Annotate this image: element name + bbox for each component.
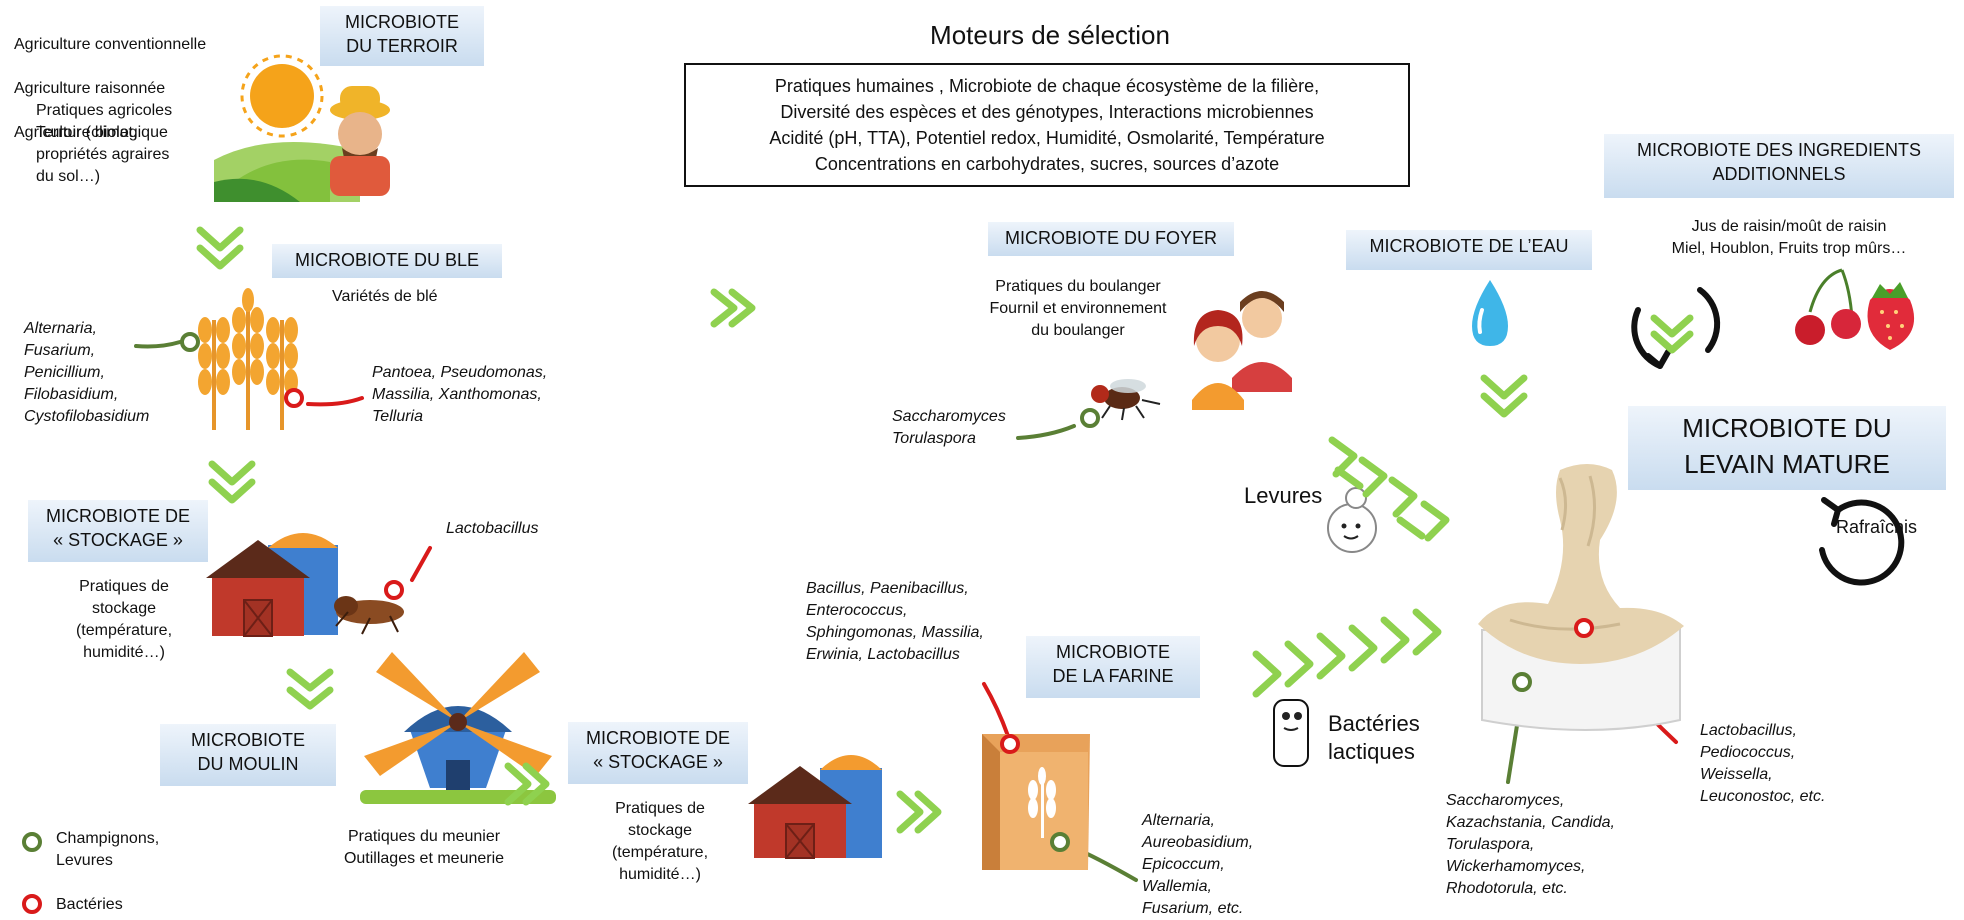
farine-title-line: MICROBIOTE xyxy=(1055,642,1170,662)
moulin-practices: Pratiques du meunier Outillages et meune… xyxy=(343,828,505,867)
lactic-bacteria-icon xyxy=(1273,699,1309,767)
levain-title-line: LEVAIN MATURE xyxy=(1684,449,1890,479)
fruits-illustration xyxy=(1795,268,1915,350)
arrow-farine-to-levain xyxy=(1252,608,1442,698)
farming-type: Agriculture raisonnée xyxy=(14,80,166,97)
ingredients-header: MICROBIOTE DES INGREDIENTS ADDITIONNELS xyxy=(1604,134,1954,198)
moteurs-line: Diversité des espèces et des génotypes, … xyxy=(780,102,1314,122)
legend-fungi-label: Champignons, Levures xyxy=(56,830,160,869)
moteurs-box: Pratiques humaines , Microbiote de chaqu… xyxy=(684,63,1410,187)
ingredients-chevrons xyxy=(1650,314,1694,354)
sourdough-starter-illustration xyxy=(1478,464,1684,731)
stockage2-title-line: « STOCKAGE » xyxy=(593,752,723,772)
terroir-title-line: DU TERROIR xyxy=(346,36,458,56)
stockage1-header: MICROBIOTE DE « STOCKAGE » xyxy=(28,500,208,562)
eau-title: MICROBIOTE DE L’EAU xyxy=(1369,236,1569,256)
ingredients-title-line: ADDITIONNELS xyxy=(1712,164,1846,184)
fungi-marker-farine xyxy=(1050,832,1070,852)
ble-fungi-list: Alternaria, Fusarium, Penicillium, Filob… xyxy=(24,320,150,425)
bacteria-marker-farine xyxy=(1000,734,1020,754)
arrow-stockage-to-farine xyxy=(896,790,942,834)
terroir-title-line: MICROBIOTE xyxy=(344,12,459,32)
moteurs-title: Moteurs de sélection xyxy=(930,20,1170,50)
foyer-practices: Pratiques du boulanger Fournil et enviro… xyxy=(989,278,1167,339)
legend-bacteria-marker xyxy=(22,894,42,914)
farine-title-line: DE LA FARINE xyxy=(1052,666,1174,686)
moteurs-line: Concentrations en carbohydrates, sucres,… xyxy=(814,154,1280,174)
yeasts-label: Levures xyxy=(1244,483,1323,508)
arrow-eau-down xyxy=(1480,374,1528,418)
terroir-practices: Pratiques agricoles Terroir (climat, pro… xyxy=(36,102,173,185)
stockage1-title-line: MICROBIOTE DE xyxy=(45,506,190,526)
bakers-illustration xyxy=(1192,291,1292,410)
moteurs-line: Acidité (pH, TTA), Potentiel redox, Humi… xyxy=(769,128,1325,148)
moteurs-line: Pratiques humaines , Microbiote de chaqu… xyxy=(774,76,1320,96)
foyer-fungi-list: Saccharomyces Torulaspora xyxy=(892,408,1006,447)
arrow-moulin-to-stockage xyxy=(504,762,550,806)
stockage1-title-line: « STOCKAGE » xyxy=(53,530,183,550)
farine-fungi-list: Alternaria, Aureobasidium, Epicoccum, Wa… xyxy=(1142,812,1254,917)
stockage2-title-line: MICROBIOTE DE xyxy=(585,728,730,748)
bacteria-marker-levain xyxy=(1574,618,1594,638)
levain-fungi-list: Saccharomyces, Kazachstania, Candida, To… xyxy=(1446,792,1615,897)
levain-refresh-label: Rafraîchis xyxy=(1836,517,1918,537)
fly-illustration xyxy=(1091,379,1161,421)
farming-types-list: Agriculture conventionnelle Agriculture … xyxy=(14,12,206,166)
moulin-title-line: DU MOULIN xyxy=(197,754,299,774)
fungi-marker-ble xyxy=(180,332,200,352)
yeast-character-icon xyxy=(1327,487,1377,553)
arrow-foyer-to-levain xyxy=(1328,436,1450,542)
arrow-stockage-to-moulin xyxy=(286,668,334,710)
ble-title: MICROBIOTE DU BLE xyxy=(294,250,480,270)
cycle-icon-ingredients xyxy=(1631,287,1721,369)
lactic-bacteria-label: Bactéries lactiques xyxy=(1328,711,1420,764)
fungi-marker-levain xyxy=(1512,672,1532,692)
foyer-title: MICROBIOTE DU FOYER xyxy=(1004,228,1217,248)
legend-bacteria-label: Bactéries xyxy=(56,896,123,913)
levain-title-line: MICROBIOTE DU xyxy=(1682,413,1892,443)
ble-bacteria-list: Pantoea, Pseudomonas, Massilia, Xanthomo… xyxy=(372,364,548,425)
stockage1-practices: Pratiques de stockage (température, humi… xyxy=(75,578,173,661)
ingredients-title-line: MICROBIOTE DES INGREDIENTS xyxy=(1636,140,1922,160)
legend-fungi-marker xyxy=(22,832,42,852)
arrow-to-foyer xyxy=(710,288,756,328)
stockage1-bacteria: Lactobacillus xyxy=(446,520,539,537)
barn-illustration-1 xyxy=(206,533,404,637)
arrow-terroir-to-ble xyxy=(196,226,244,270)
windmill-illustration xyxy=(360,652,556,804)
arrow-ble-to-stockage xyxy=(208,460,256,504)
moulin-title-line: MICROBIOTE xyxy=(190,730,305,750)
water-drop-illustration xyxy=(1472,280,1508,346)
stockage2-practices: Pratiques de stockage (température, humi… xyxy=(611,800,709,883)
wheat-illustration xyxy=(198,288,298,430)
ble-subtitle: Variétés de blé xyxy=(332,288,438,305)
farine-header: MICROBIOTE DE LA FARINE xyxy=(1026,636,1200,698)
levain-header: MICROBIOTE DU LEVAIN MATURE xyxy=(1628,406,1946,490)
farine-bacteria-list: Bacillus, Paenibacillus, Enterococcus, S… xyxy=(806,580,984,663)
foyer-header: MICROBIOTE DU FOYER xyxy=(988,222,1234,256)
ingredients-list: Jus de raisin/moût de raisin Miel, Houbl… xyxy=(1671,218,1907,257)
terroir-header: MICROBIOTE DU TERROIR xyxy=(320,6,484,66)
barn-illustration-2 xyxy=(748,755,882,859)
moulin-header: MICROBIOTE DU MOULIN xyxy=(160,724,336,786)
bacteria-marker-ble xyxy=(284,388,304,408)
fungi-marker-foyer xyxy=(1080,408,1100,428)
eau-header: MICROBIOTE DE L’EAU xyxy=(1346,230,1592,270)
levain-bacteria-list: Lactobacillus, Pediococcus, Weissella, L… xyxy=(1700,722,1826,805)
farming-type: Agriculture biologique xyxy=(14,124,168,141)
bacteria-marker-stockage xyxy=(384,580,404,600)
terroir-illustration xyxy=(214,54,390,202)
farming-type: Agriculture conventionnelle xyxy=(14,36,207,53)
ble-header: MICROBIOTE DU BLE xyxy=(272,244,502,278)
refresh-cycle-icon xyxy=(1819,497,1905,586)
stockage2-header: MICROBIOTE DE « STOCKAGE » xyxy=(568,722,748,784)
